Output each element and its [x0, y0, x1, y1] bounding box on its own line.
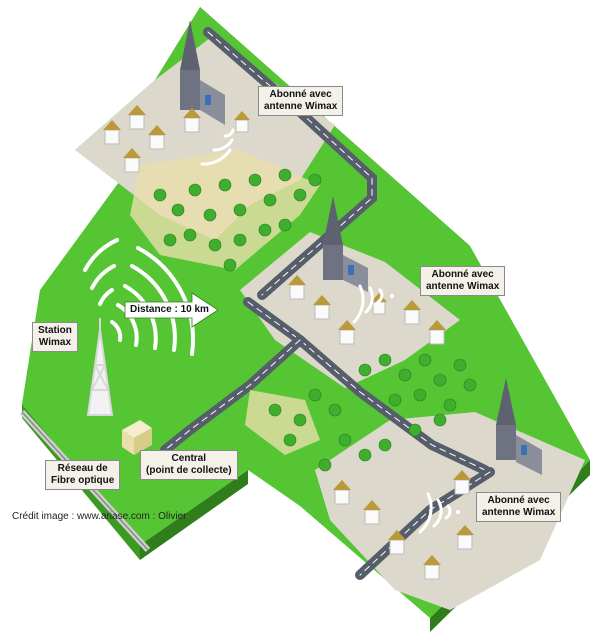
- subscriber-label-bottom: Abonné avec antenne Wimax: [476, 492, 562, 522]
- house-icon: [453, 470, 471, 495]
- distance-label: Distance : 10 km: [130, 304, 209, 315]
- house-icon: [313, 295, 331, 320]
- houses: [103, 105, 474, 580]
- house-icon: [403, 300, 421, 325]
- image-credit: Crédit image : www.ariase.com : Olivier: [12, 511, 187, 522]
- house-icon: [103, 120, 121, 145]
- house-icon: [148, 125, 166, 150]
- house-icon: [338, 320, 356, 345]
- wimax-tower-icon: [86, 318, 114, 416]
- house-icon: [456, 525, 474, 550]
- house-icon: [183, 108, 201, 133]
- station-label: Station Wimax: [32, 322, 78, 352]
- tree-icon: [153, 168, 477, 472]
- church-icon: [180, 20, 225, 125]
- trees: [153, 168, 477, 472]
- house-icon: [428, 320, 446, 345]
- house-icon: [388, 530, 406, 555]
- signal-waves-icon: [200, 128, 452, 534]
- house-icon: [363, 500, 381, 525]
- church-icon: [323, 196, 368, 292]
- fiber-network-label: Réseau de Fibre optique: [45, 460, 121, 490]
- distance-arrow: [124, 292, 219, 328]
- house-icon: [423, 555, 441, 580]
- forest-area: [130, 150, 320, 455]
- house-icon: [333, 480, 351, 505]
- house-icon: [288, 275, 306, 300]
- church-icon: [496, 378, 542, 475]
- roads: [160, 27, 495, 580]
- subscriber-label-middle: Abonné avec antenne Wimax: [420, 266, 506, 296]
- central-building-icon: [122, 420, 152, 455]
- house-icon: [128, 105, 146, 130]
- central-label: Central (point de collecte): [140, 450, 238, 480]
- house-icon: [123, 148, 141, 173]
- antenna-dots: [240, 122, 460, 514]
- subscriber-label-top: Abonné avec antenne Wimax: [258, 86, 344, 116]
